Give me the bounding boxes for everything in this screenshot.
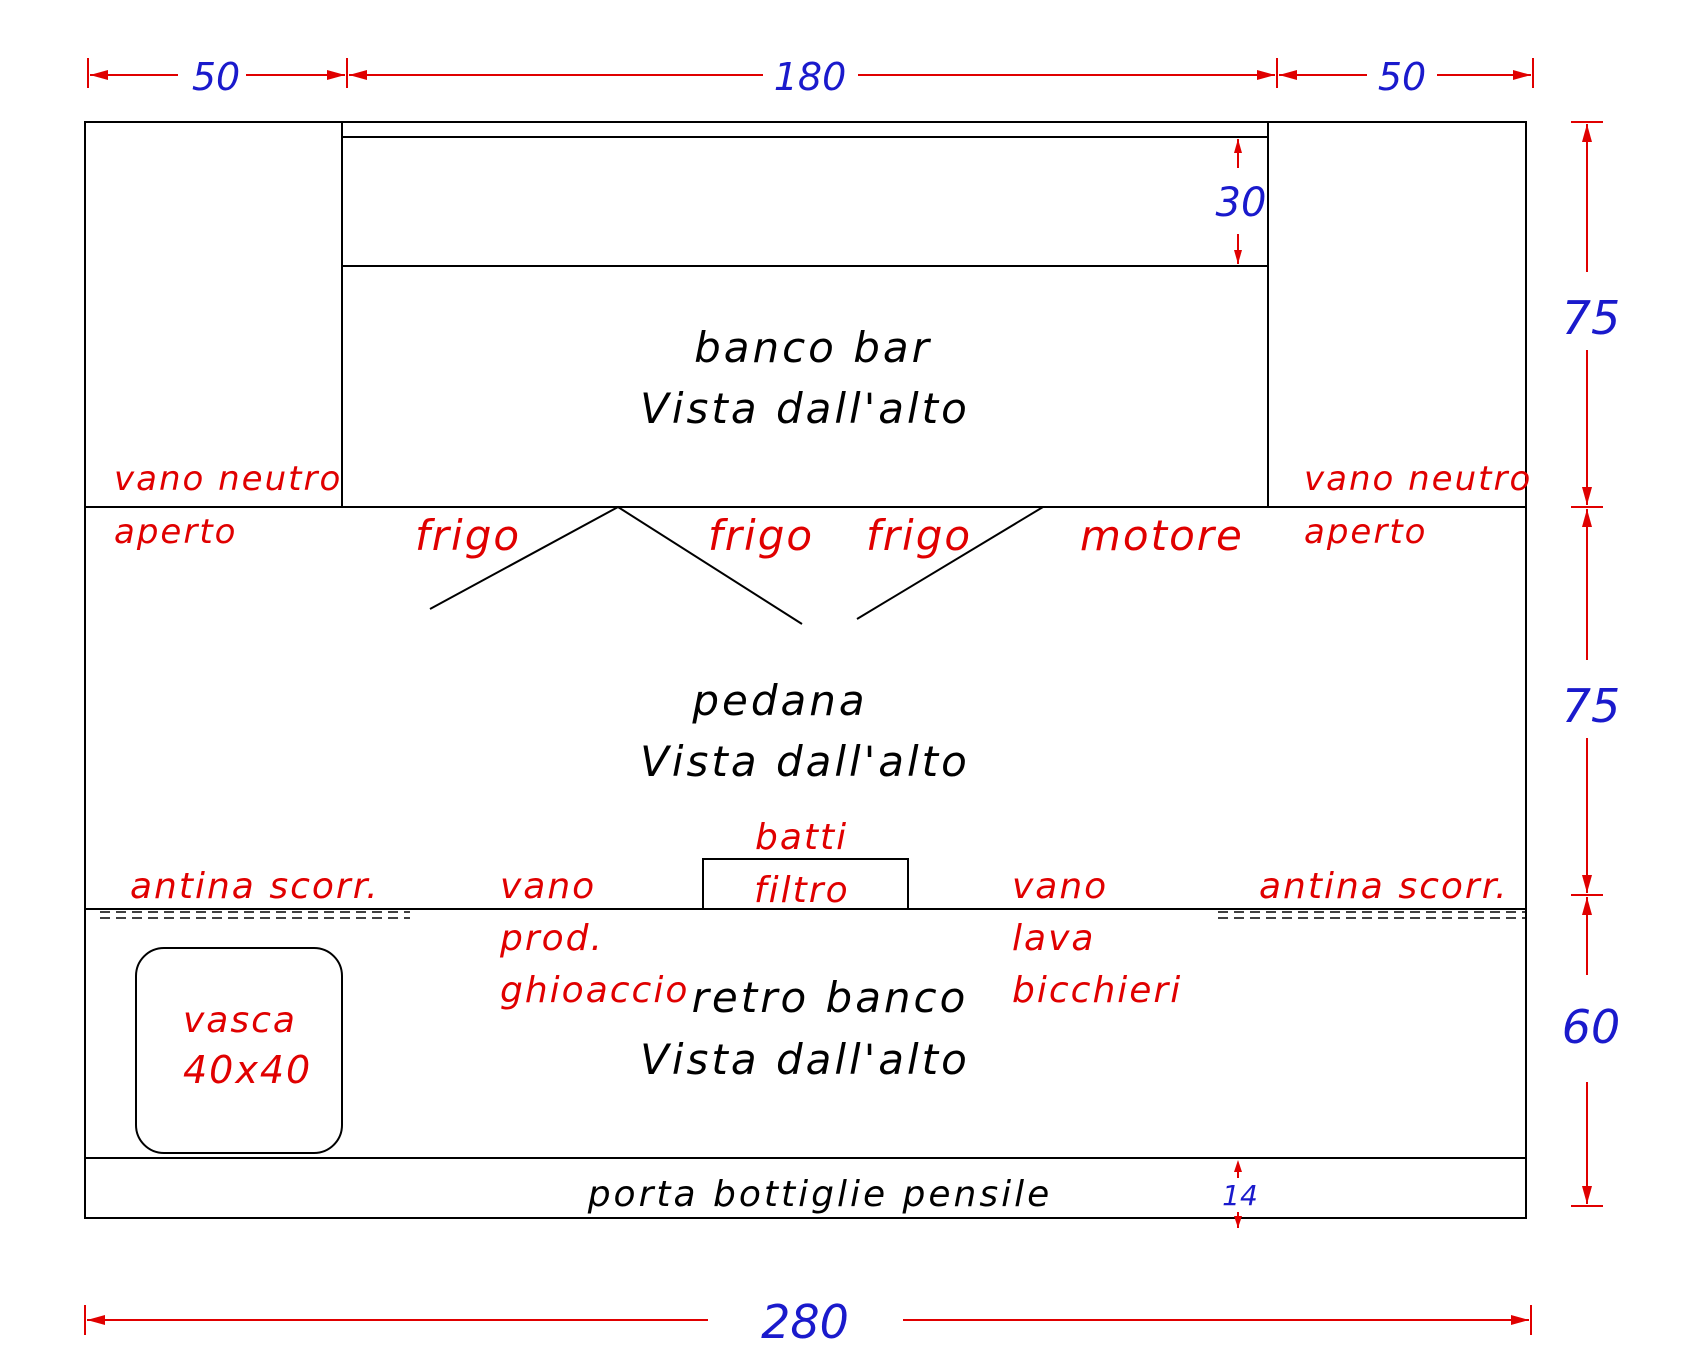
dim-top-left: 50 — [192, 55, 240, 99]
pedana-view-caption: Vista dall'alto — [640, 737, 970, 786]
label-frigo-1: frigo — [415, 511, 521, 560]
label-frigo-2: frigo — [708, 511, 814, 560]
outer-frame — [84, 121, 1527, 1219]
label-right-vano-neutro: vano neutro — [1304, 459, 1532, 499]
bar-view-caption: Vista dall'alto — [640, 384, 970, 433]
section-titles: banco bar Vista dall'alto pedana Vista d… — [587, 323, 1053, 1215]
fridge-door-swing-left — [429, 505, 803, 625]
sliding-door-left — [100, 911, 410, 919]
dim-top-right: 50 — [1378, 55, 1426, 99]
label-motore: motore — [1080, 511, 1244, 560]
dim-top-center: 180 — [774, 55, 847, 99]
area-labels: vano neutro aperto vano neutro aperto fr… — [114, 459, 1532, 1092]
label-vasca: vasca — [183, 1000, 297, 1041]
dim-bottom-total: 280 — [761, 1295, 849, 1349]
dim-right-2: 75 — [1562, 679, 1621, 733]
label-filtro: filtro — [754, 870, 850, 911]
label-right-aperto: aperto — [1304, 512, 1427, 552]
label-left-vano-neutro: vano neutro — [114, 459, 342, 499]
fridge-door-swing-right — [856, 506, 1044, 620]
label-batti: batti — [755, 817, 848, 858]
dim-depth-30: 30 — [1216, 180, 1267, 226]
label-vano-prod-1: vano — [500, 866, 596, 907]
shelf-title: porta bottiglie pensile — [587, 1174, 1053, 1215]
label-vano-prod-3: ghioaccio — [500, 970, 689, 1011]
batti-filtro-box — [702, 858, 909, 910]
label-vano-lava-3: bicchieri — [1012, 970, 1182, 1011]
retro-title: retro banco — [692, 973, 969, 1022]
sliding-door-right — [1218, 911, 1526, 919]
outline — [84, 121, 1527, 1219]
label-left-aperto: aperto — [114, 512, 237, 552]
sink-basin — [135, 947, 343, 1154]
label-vano-lava-2: lava — [1012, 918, 1095, 959]
label-vano-lava-1: vano — [1012, 866, 1108, 907]
label-antina-right: antina scorr. — [1259, 866, 1509, 907]
dim-right-3: 60 — [1562, 1000, 1621, 1054]
pedana-title: pedana — [691, 676, 867, 725]
retro-view-caption: Vista dall'alto — [640, 1035, 970, 1084]
label-frigo-3: frigo — [866, 511, 972, 560]
label-vano-prod-2: prod. — [499, 918, 604, 959]
dimension-lines — [84, 58, 1603, 1335]
bar-title: banco bar — [694, 323, 932, 372]
label-antina-left: antina scorr. — [130, 866, 380, 907]
dimension-labels: 50 180 50 75 75 60 30 14 280 — [192, 55, 1620, 1349]
dim-right-1: 75 — [1562, 291, 1621, 345]
dim-depth-14: 14 — [1222, 1179, 1258, 1212]
label-vasca-size: 40x40 — [183, 1048, 312, 1092]
